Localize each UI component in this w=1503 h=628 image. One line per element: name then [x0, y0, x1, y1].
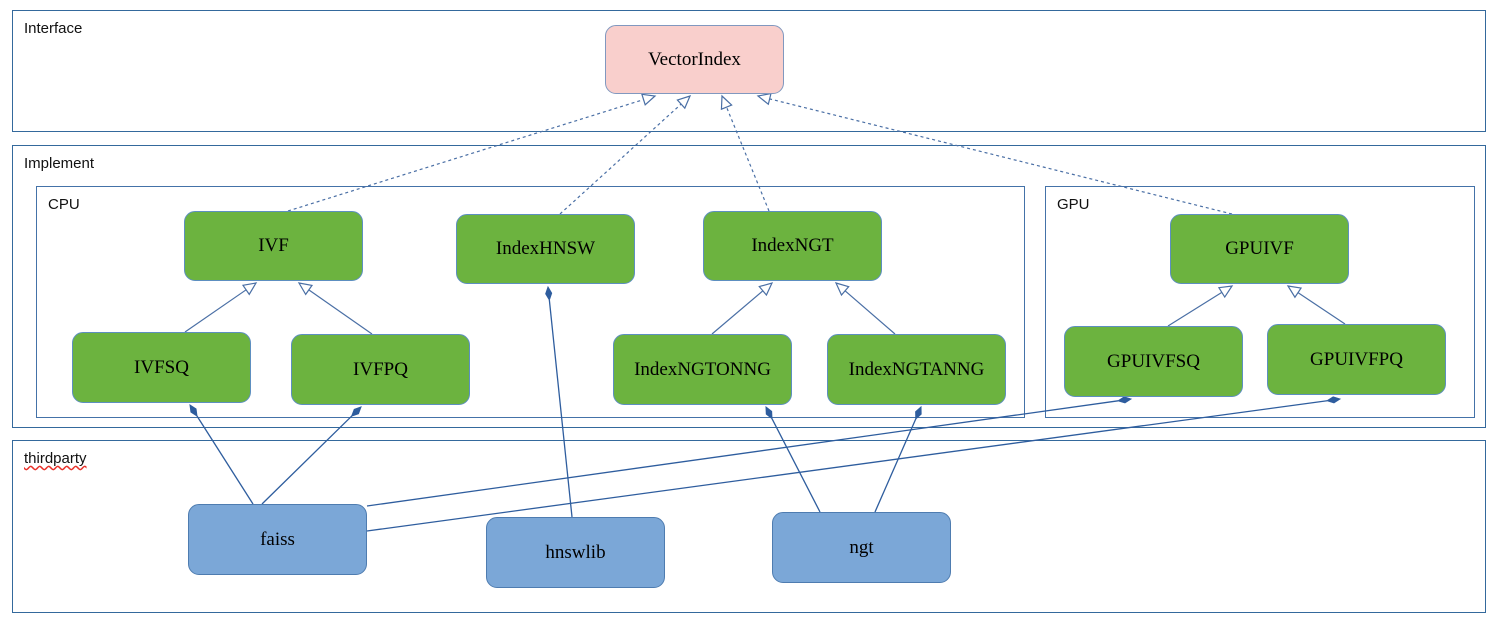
class-node-label: faiss	[260, 528, 295, 550]
class-node-faiss[interactable]: faiss	[188, 504, 367, 575]
class-node-gpuivf[interactable]: GPUIVF	[1170, 214, 1349, 284]
class-node-label: GPUIVFPQ	[1310, 348, 1403, 370]
class-node-label: IVF	[258, 235, 289, 256]
class-node-label: ngt	[849, 536, 874, 558]
package-implement-label: Implement	[24, 155, 95, 172]
package-thirdparty-label: thirdparty	[24, 450, 87, 467]
package-gpu-label: GPU	[1057, 196, 1090, 213]
class-node-indexhnsw[interactable]: IndexHNSW	[456, 214, 635, 284]
class-node-label: VectorIndex	[648, 48, 741, 70]
class-node-label: IVFPQ	[353, 358, 408, 380]
class-node-ivfpq[interactable]: IVFPQ	[291, 334, 470, 405]
class-node-indexngtanng[interactable]: IndexNGTANNG	[827, 334, 1006, 405]
class-node-label: GPUIVF	[1225, 238, 1294, 259]
class-node-label: hnswlib	[545, 541, 606, 563]
package-cpu-label: CPU	[48, 196, 80, 213]
class-node-label: GPUIVFSQ	[1107, 350, 1200, 372]
class-node-vectorindex[interactable]: VectorIndex	[605, 25, 784, 94]
class-node-label: IndexNGTANNG	[848, 358, 985, 380]
class-node-ivfsq[interactable]: IVFSQ	[72, 332, 251, 403]
class-node-hnswlib[interactable]: hnswlib	[486, 517, 665, 588]
package-interface-label: Interface	[24, 20, 83, 37]
class-node-ivf[interactable]: IVF	[184, 211, 363, 281]
class-node-gpuivfsq[interactable]: GPUIVFSQ	[1064, 326, 1243, 397]
class-node-ngt[interactable]: ngt	[772, 512, 951, 583]
class-node-indexngtonng[interactable]: IndexNGTONNG	[613, 334, 792, 405]
class-node-label: IndexNGTONNG	[634, 358, 771, 380]
class-node-indexngt[interactable]: IndexNGT	[703, 211, 882, 281]
class-node-label: IndexHNSW	[495, 238, 596, 259]
class-node-label: IVFSQ	[134, 356, 189, 378]
class-node-gpuivfpq[interactable]: GPUIVFPQ	[1267, 324, 1446, 395]
class-node-label: IndexNGT	[751, 235, 834, 256]
